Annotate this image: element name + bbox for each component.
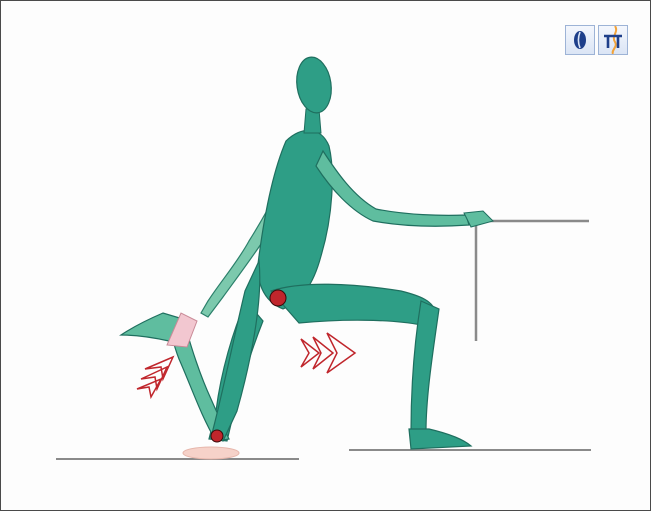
direction-arrows-right-icon — [301, 333, 355, 373]
oval-logo-badge — [565, 25, 595, 55]
front-thigh-icon — [271, 284, 436, 325]
tt-logo-badge — [598, 25, 628, 55]
table-icon — [473, 221, 589, 341]
foot-pad-icon — [183, 447, 239, 459]
tt-logo-icon — [601, 26, 625, 54]
oval-logo-icon — [570, 29, 590, 51]
head-icon — [293, 55, 334, 115]
logo-badges — [565, 25, 628, 55]
knee-joint-marker — [211, 430, 223, 442]
direction-arrows-up-left-icon — [137, 357, 173, 397]
hip-joint-marker — [270, 290, 286, 306]
front-foot-icon — [409, 429, 471, 449]
front-arm-icon — [316, 151, 469, 226]
